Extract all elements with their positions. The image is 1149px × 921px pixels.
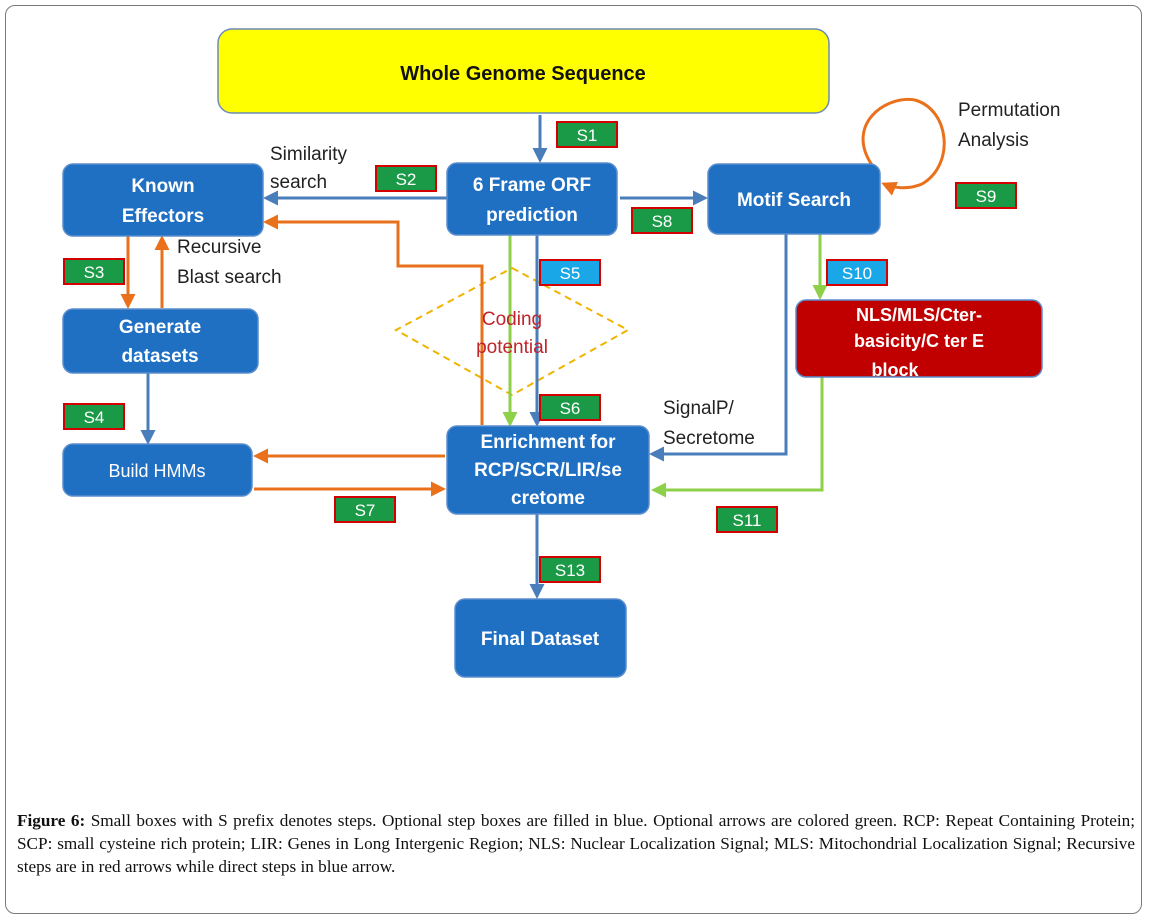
node-orf: 6 Frame ORF prediction: [446, 162, 618, 236]
node-wgs-label: Whole Genome Sequence: [400, 63, 646, 85]
label-similarity-line1: Similarity: [270, 144, 348, 165]
step-boxes: S1 S2 S8 S9 S3 S5 S10 S4 S6 S7 S11 S13: [63, 121, 1017, 583]
figure-caption-text: Small boxes with S prefix denotes steps.…: [17, 811, 1135, 876]
step-s5-label: S5: [560, 264, 581, 283]
node-wgs: Whole Genome Sequence: [217, 28, 830, 114]
node-final-label: Final Dataset: [481, 629, 600, 650]
node-nls: NLS/MLS/Cter- basicity/C ter E block: [795, 299, 1043, 380]
figure-frame: [5, 5, 1142, 914]
step-s13: S13: [539, 556, 601, 583]
node-enrichment-line3: cretome: [511, 488, 585, 509]
step-s13-label: S13: [555, 561, 585, 580]
step-s6: S6: [539, 394, 601, 421]
step-s3-label: S3: [84, 263, 105, 282]
workflow-diagram: Whole Genome Sequence Known Effectors 6 …: [62, 28, 1060, 678]
step-s2: S2: [375, 165, 437, 192]
arrows: [120, 97, 946, 599]
node-orf-line1: 6 Frame ORF: [473, 175, 591, 196]
step-s7-label: S7: [355, 501, 376, 520]
arrow-signalp: [649, 233, 788, 462]
node-nls-line2: basicity/C ter E: [854, 331, 984, 351]
label-coding-line1: Coding: [482, 309, 542, 330]
label-permutation-line1: Permutation: [958, 100, 1060, 121]
figure-caption: Figure 6: Small boxes with S prefix deno…: [17, 809, 1135, 878]
step-s4: S4: [63, 403, 125, 430]
node-enrichment-line2: RCP/SCR/LIR/se: [474, 460, 622, 481]
step-s8: S8: [631, 207, 693, 234]
label-recursive-line1: Recursive: [177, 237, 261, 258]
step-s6-label: S6: [560, 399, 581, 418]
node-enrichment-line1: Enrichment for: [480, 432, 616, 453]
step-s11: S11: [716, 506, 778, 533]
step-s9: S9: [955, 182, 1017, 209]
label-coding-line2: potential: [476, 337, 548, 358]
node-motif: Motif Search: [707, 163, 881, 235]
node-generate-line2: datasets: [121, 346, 198, 367]
node-generate: Generate datasets: [62, 308, 259, 374]
arrow-s11: [651, 377, 824, 498]
step-s10-label: S10: [842, 264, 872, 283]
node-known-effectors-line2: Effectors: [122, 206, 204, 227]
step-s9-label: S9: [976, 187, 997, 206]
node-enrichment: Enrichment for RCP/SCR/LIR/se cretome: [446, 425, 650, 515]
node-orf-line2: prediction: [486, 205, 578, 226]
step-s1-label: S1: [577, 126, 598, 145]
node-known-effectors: Known Effectors: [62, 163, 264, 237]
arrow-s9-loop: [861, 97, 946, 196]
arrow-recursive-enrichment: [263, 214, 484, 425]
label-signalp-line2: Secretome: [663, 428, 755, 449]
free-labels: Similarity search Recursive Blast search…: [177, 100, 1060, 449]
coding-potential-diamond: [393, 266, 631, 397]
label-recursive-line2: Blast search: [177, 267, 282, 288]
node-motif-label: Motif Search: [737, 190, 851, 211]
node-generate-line1: Generate: [119, 317, 201, 338]
node-final: Final Dataset: [454, 598, 627, 678]
step-s4-label: S4: [84, 408, 105, 427]
step-s7: S7: [334, 496, 396, 523]
node-hmm: Build HMMs: [62, 443, 253, 497]
step-s8-label: S8: [652, 212, 673, 231]
figure-caption-label: Figure 6:: [17, 811, 86, 830]
node-nls-line1: NLS/MLS/Cter-: [856, 305, 982, 325]
node-hmm-label: Build HMMs: [108, 461, 205, 481]
step-s11-label: S11: [733, 511, 762, 530]
step-s2-label: S2: [396, 170, 417, 189]
label-signalp-line1: SignalP/: [663, 398, 734, 419]
step-s3: S3: [63, 258, 125, 285]
node-nls-line3: block: [871, 360, 919, 380]
label-permutation-line2: Analysis: [958, 130, 1029, 151]
label-similarity-line2: search: [270, 172, 327, 193]
node-known-effectors-line1: Known: [131, 176, 194, 197]
step-s5: S5: [539, 259, 601, 286]
step-s10: S10: [826, 259, 888, 286]
step-s1: S1: [556, 121, 618, 148]
